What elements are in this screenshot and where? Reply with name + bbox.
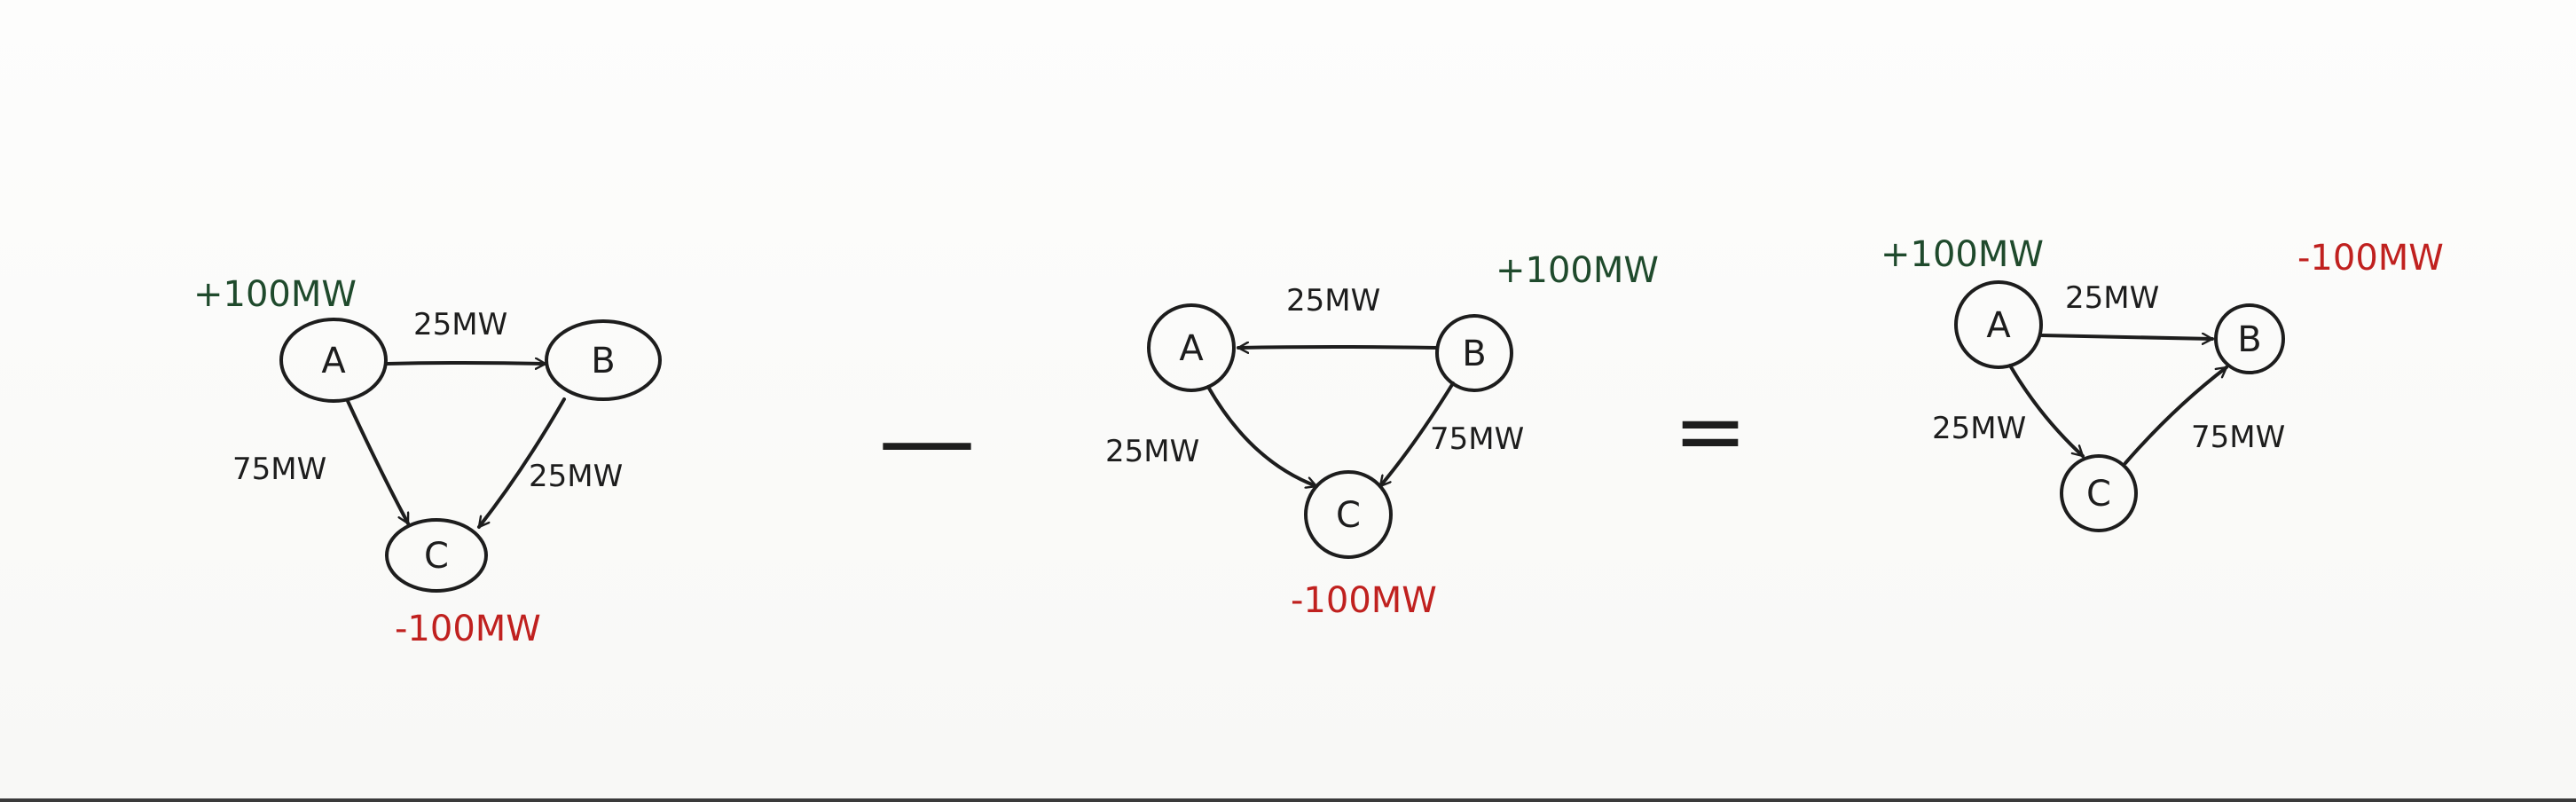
edge-b-to-c <box>1378 381 1455 488</box>
injection-negative-label: -100MW <box>395 609 541 649</box>
paper-bottom-edge <box>0 798 2576 802</box>
node-c: C <box>1304 470 1393 559</box>
node-c-label: C <box>2086 474 2111 515</box>
edge-c-to-b-label: 75MW <box>2191 420 2285 455</box>
edge-c-to-b <box>2124 366 2228 465</box>
node-b-label: B <box>2237 319 2261 360</box>
injection-positive-label: +100MW <box>193 274 357 315</box>
injection-positive-label: +100MW <box>1881 234 2044 275</box>
edge-a-to-b-label: 25MW <box>413 307 507 342</box>
node-a: A <box>1147 303 1236 392</box>
diagram-3: +100MW -100MW A B C 25MW 25MW 75MW <box>1881 234 2444 532</box>
edge-a-to-c <box>2008 364 2085 458</box>
node-a-label: A <box>321 341 346 381</box>
edge-b-to-a <box>1237 347 1439 348</box>
edge-a-to-c <box>1206 385 1318 486</box>
edge-a-to-c <box>346 399 410 525</box>
injection-negative-label: -100MW <box>2297 238 2444 279</box>
node-a-label: A <box>1179 328 1204 369</box>
diagram-2: +100MW -100MW A B C 25MW 25MW 75MW <box>1105 250 1659 621</box>
edge-b-to-c-label: 25MW <box>529 459 623 494</box>
minus-operator: — <box>878 382 976 496</box>
injection-positive-label: +100MW <box>1496 250 1659 291</box>
node-a: A <box>1954 280 2043 369</box>
injection-negative-label: -100MW <box>1291 580 1437 621</box>
edge-a-to-b <box>385 363 547 364</box>
node-b-label: B <box>591 341 615 381</box>
node-c-label: C <box>1336 495 1361 536</box>
node-a-label: A <box>1986 305 2011 346</box>
edge-a-to-c-label: 25MW <box>1932 411 2026 446</box>
edge-a-to-b <box>2040 335 2214 339</box>
edge-b-to-a-label: 25MW <box>1286 283 1380 318</box>
node-b: B <box>545 319 662 401</box>
node-c: C <box>385 518 488 593</box>
node-b-label: B <box>1462 334 1486 374</box>
node-c-label: C <box>424 536 449 577</box>
edge-a-to-c-label: 75MW <box>232 452 326 487</box>
equals-operator: = <box>1673 379 1747 483</box>
edge-b-to-c <box>477 397 566 529</box>
edge-a-to-b-label: 25MW <box>2065 280 2159 316</box>
edge-b-to-c-label: 75MW <box>1430 421 1524 457</box>
edge-a-to-c-label: 25MW <box>1105 434 1199 469</box>
diagram-1: +100MW -100MW A B C 25MW 75MW 25MW <box>193 274 662 649</box>
node-b: B <box>1435 314 1513 392</box>
node-b: B <box>2214 303 2285 374</box>
node-c: C <box>2060 454 2138 532</box>
node-a: A <box>279 318 388 403</box>
